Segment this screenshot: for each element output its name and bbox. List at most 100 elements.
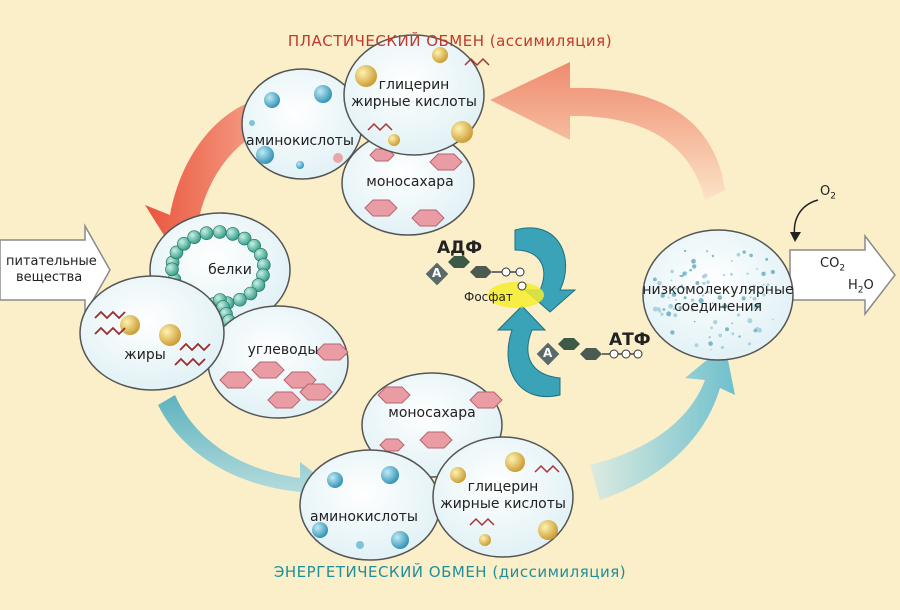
molecule-speck	[683, 296, 687, 300]
bottom-monosaccharides-label: моносахара	[388, 405, 476, 421]
molecule-speck	[736, 313, 741, 317]
molecule-speck	[705, 249, 709, 253]
molecule-speck	[761, 271, 766, 276]
molecule-speck	[747, 342, 752, 346]
molecule-speck	[730, 260, 733, 262]
molecule-speck	[658, 309, 662, 313]
dissimilation-title: ЭНЕРГЕТИЧЕСКИЙ ОБМЕН (диссимиляция)	[273, 563, 627, 581]
molecule-speck	[698, 298, 704, 304]
molecule-speck	[657, 280, 662, 286]
molecule-speck	[756, 267, 759, 270]
molecule-speck	[749, 253, 753, 258]
molecule-speck	[701, 294, 705, 297]
molecule-speck	[711, 254, 715, 258]
molecule-speck	[670, 269, 674, 274]
protein-bead	[237, 231, 252, 246]
molecule-speck	[675, 299, 677, 301]
protein-bead	[165, 262, 179, 277]
molecule-speck	[725, 327, 729, 332]
assimilation-arrow	[145, 62, 725, 248]
molecule-speck	[710, 348, 712, 351]
molecule-speck	[753, 304, 757, 307]
bottom-amino-acids-circle	[299, 449, 441, 561]
top-monosaccharides-label: моносахара	[366, 174, 454, 190]
atp-label: АТФ	[609, 330, 651, 350]
molecule-speck	[746, 272, 749, 275]
molecule-speck	[723, 303, 726, 306]
molecule-speck	[770, 269, 776, 275]
low-molecular-circle	[642, 229, 794, 361]
protein-bead	[225, 227, 240, 241]
assimilation-title: ПЛАСТИЧЕСКИЙ ОБМЕН (ассимиляция)	[287, 32, 613, 50]
carbs-circle	[207, 305, 349, 419]
bottom-glycerol-label: глицерин жирные кислоты	[440, 479, 566, 512]
molecule-speck	[692, 264, 697, 269]
protein-bead	[251, 278, 266, 292]
molecule-speck	[771, 318, 774, 321]
molecule-speck	[683, 249, 687, 253]
molecule-speck	[671, 292, 677, 297]
molecule-speck	[673, 308, 675, 310]
molecule-speck	[667, 296, 670, 299]
molecule-speck	[690, 298, 695, 302]
molecule-speck	[666, 311, 672, 317]
molecule-speck	[766, 283, 770, 286]
molecule-speck	[708, 341, 713, 346]
dissimilation-arrow	[158, 345, 735, 505]
molecule-speck	[674, 287, 677, 290]
molecule-speck	[753, 306, 756, 310]
output-arrow	[789, 233, 896, 317]
top-glycerol-label: глицерин жирные кислоты	[351, 77, 477, 110]
bottom-glycerol-circle	[432, 436, 574, 558]
molecule-speck	[668, 303, 674, 309]
molecule-speck	[747, 318, 753, 324]
molecule-speck	[708, 336, 711, 339]
molecule-speck	[722, 303, 728, 309]
molecule-speck	[749, 296, 752, 299]
molecule-speck	[736, 252, 741, 257]
phosphate-highlight	[488, 282, 544, 308]
protein-bead	[187, 230, 201, 244]
molecule-speck	[753, 328, 758, 333]
atp-adp-cycle	[425, 227, 643, 397]
molecule-speck	[682, 286, 686, 290]
input-arrow	[0, 223, 111, 317]
molecule-speck	[741, 296, 746, 301]
molecule-speck	[691, 258, 696, 264]
molecule-speck	[680, 284, 683, 287]
molecule-speck	[720, 345, 725, 350]
molecule-speck	[662, 308, 666, 311]
co2-label: CO2	[820, 256, 846, 274]
molecule-speck	[718, 333, 722, 338]
top-amino-acids-label: аминокислоты	[246, 133, 354, 149]
input-label: питательные вещества	[6, 254, 97, 285]
protein-bead	[177, 237, 191, 251]
molecule-speck	[660, 293, 665, 298]
molecule-speck	[678, 306, 683, 310]
molecule-speck	[660, 312, 664, 316]
molecule-speck	[765, 257, 769, 261]
molecule-speck	[711, 302, 714, 304]
molecule-speck	[762, 284, 765, 286]
low-molecular-label: низкомолекулярные соединения	[642, 282, 794, 315]
molecule-speck	[756, 303, 761, 308]
atp-molecule	[536, 338, 643, 366]
adp-adenine-label: А	[432, 266, 442, 280]
carbs-label: углеводы	[247, 342, 319, 358]
molecule-speck	[701, 281, 704, 284]
molecule-speck	[723, 273, 726, 277]
proteins-label: белки	[208, 262, 252, 278]
phosphate-label: Фосфат	[464, 290, 513, 304]
molecule-speck	[670, 330, 675, 335]
top-amino-acids-circle	[241, 68, 363, 180]
molecule-speck	[706, 280, 710, 284]
molecule-speck	[717, 295, 723, 300]
molecule-speck	[730, 272, 733, 276]
molecule-speck	[695, 281, 700, 285]
fats-label: жиры	[124, 347, 166, 363]
molecule-speck	[731, 332, 735, 336]
molecule-speck	[738, 335, 741, 338]
molecule-speck	[690, 308, 694, 312]
